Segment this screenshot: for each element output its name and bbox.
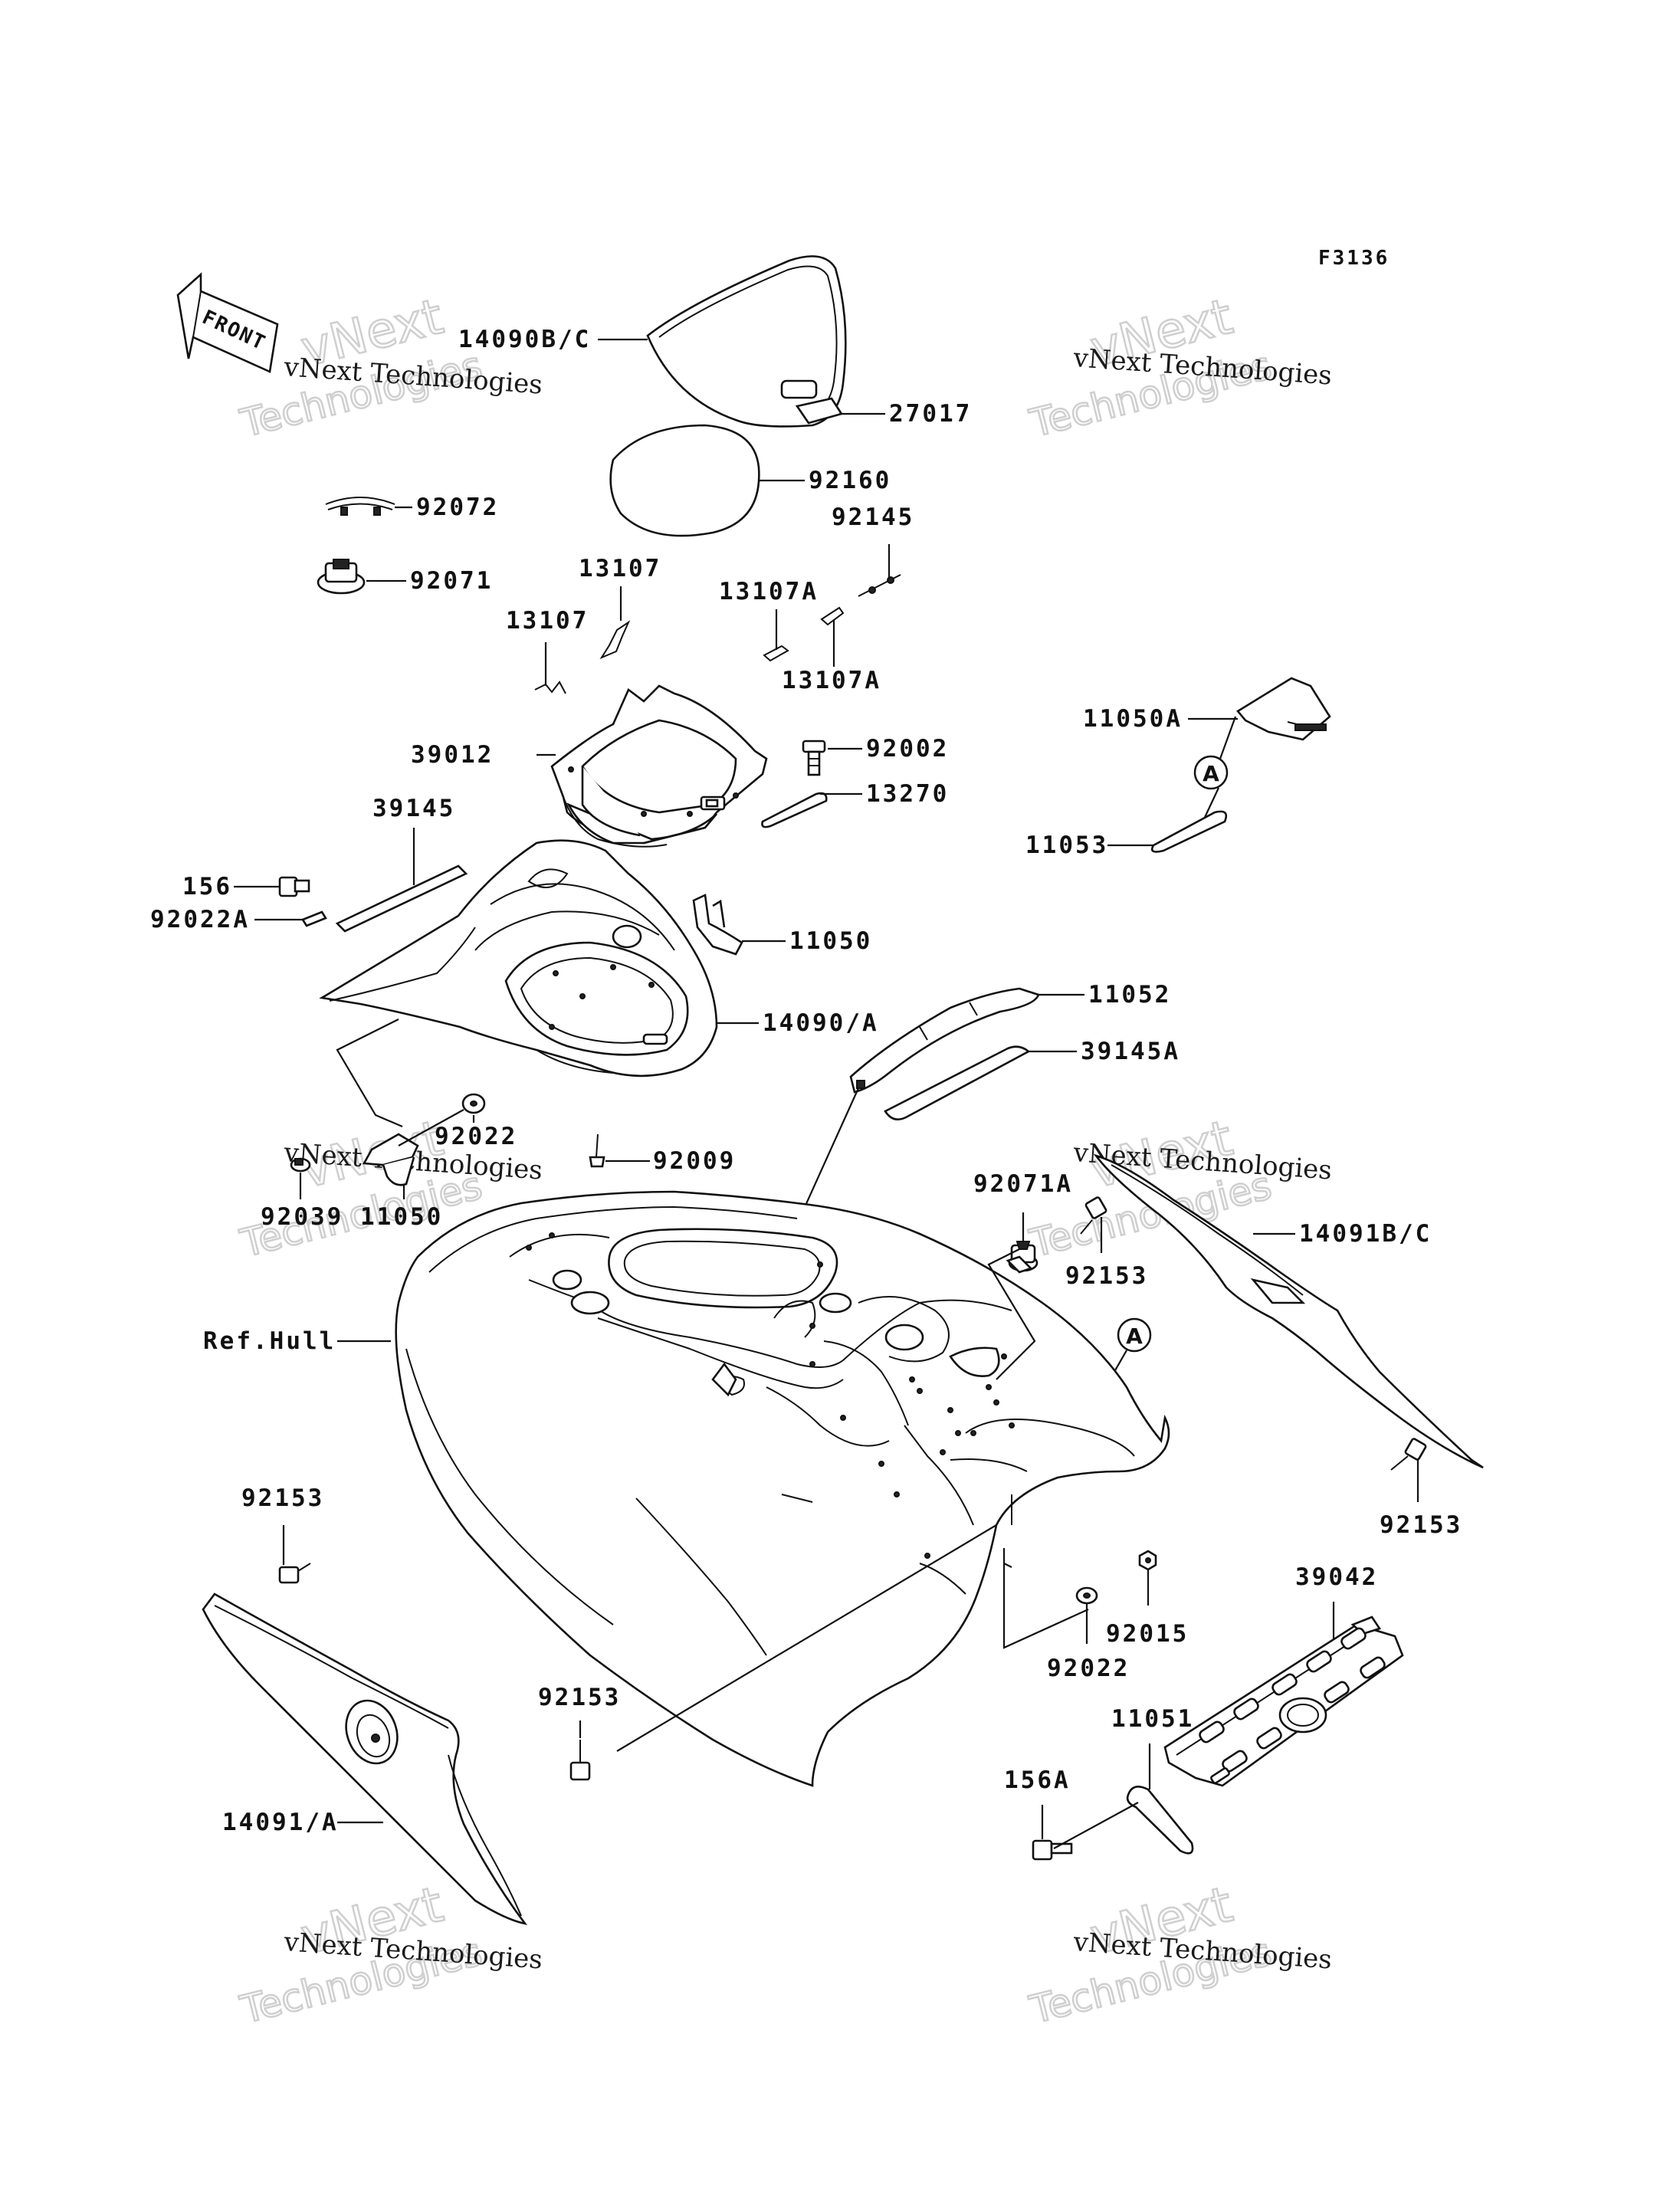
assembly-leader-washer — [398, 1109, 464, 1146]
side-panel-14091a-part — [202, 1593, 528, 1925]
washer-hole — [470, 1100, 477, 1107]
figure-code: F3136 — [1318, 247, 1390, 270]
assembly-leader-grommet — [987, 1248, 1036, 1380]
label-92160: 92160 — [809, 467, 891, 494]
label-11050a: 11050A — [1083, 705, 1183, 733]
trim-39145-part — [335, 864, 468, 933]
label-92015: 92015 — [1106, 1620, 1189, 1648]
deck-cover-14090a-part — [319, 839, 718, 1078]
plate-39042-part — [1163, 1615, 1404, 1787]
label-11053: 11053 — [1025, 832, 1108, 859]
label-13107a-lower: 13107A — [782, 667, 881, 694]
fender-14091bc-part — [1093, 1153, 1484, 1469]
label-92039: 92039 — [261, 1203, 343, 1231]
bracket-11050-right-part — [692, 894, 743, 956]
label-11051: 11051 — [1111, 1705, 1194, 1733]
spring-13107-lower-part — [534, 681, 566, 694]
bolt-92002-part — [802, 740, 826, 776]
label-14091a: 14091/A — [222, 1809, 339, 1836]
washer-hole — [1083, 1593, 1091, 1599]
spring-13107a-right-part — [820, 606, 845, 626]
label-92071a: 92071A — [973, 1170, 1073, 1198]
label-11050-left: 11050 — [360, 1203, 443, 1231]
hull-part — [395, 1190, 1170, 1787]
bracket-11050a-part — [1236, 677, 1331, 741]
label-14090bc: 14090B/C — [458, 326, 591, 353]
watermark-bottom-right: vNext Technologies vNext Technologies — [1025, 1875, 1333, 2033]
grommet-92071-part — [317, 559, 366, 595]
label-156: 156 — [182, 873, 232, 900]
bolt-92153-left-part — [278, 1563, 311, 1584]
bolt-92153-bottom-part — [569, 1740, 591, 1781]
label-92071: 92071 — [410, 567, 493, 595]
pin-92145-part — [858, 574, 901, 597]
washer-92022a-part — [301, 910, 327, 927]
watermark-top-left: vNext Technologies vNext Technologies — [235, 287, 543, 447]
label-92002: 92002 — [866, 735, 949, 763]
seat-pad-part — [609, 424, 760, 537]
screw-92009-part — [589, 1133, 605, 1168]
label-13270: 13270 — [866, 780, 949, 808]
label-92153-right: 92153 — [1380, 1511, 1462, 1539]
marker-letter: A — [1126, 1324, 1143, 1349]
label-92009: 92009 — [653, 1147, 736, 1175]
label-39042: 39042 — [1295, 1563, 1378, 1591]
storage-box-39012-part — [550, 684, 768, 848]
assembly-leader-lower — [1002, 1548, 1089, 1649]
label-39012: 39012 — [411, 741, 494, 769]
assembly-leader-bolt — [616, 1524, 997, 1752]
label-14091bc: 14091B/C — [1299, 1220, 1432, 1248]
label-92072: 92072 — [416, 494, 499, 521]
label-39145: 39145 — [372, 795, 455, 822]
label-92022a: 92022A — [150, 906, 250, 933]
bolt-156-part — [278, 876, 310, 897]
label-92022-lower: 92022 — [1047, 1655, 1130, 1682]
label-11050-right: 11050 — [789, 927, 872, 955]
seat-cover-part — [646, 255, 847, 428]
watermark-top-right: vNext Technologies vNext Technologies — [1025, 287, 1333, 447]
bolt-92153-upper-part — [1080, 1196, 1107, 1235]
bracket-11050-left-part — [362, 1133, 419, 1186]
label-refhull: Ref.Hull — [203, 1327, 336, 1355]
label-92153-upper: 92153 — [1065, 1262, 1148, 1290]
spring-13107-upper-part — [599, 620, 631, 660]
front-direction-arrow: FRONT — [176, 272, 279, 373]
label-156a: 156A — [1004, 1766, 1071, 1794]
plate-11051-part — [1126, 1786, 1194, 1855]
marker-letter: A — [1203, 761, 1219, 786]
label-39145a: 39145A — [1081, 1038, 1180, 1065]
label-13107a-upper: 13107A — [719, 578, 819, 605]
plate-11053-part — [1150, 810, 1228, 853]
screw-92039-part — [290, 1157, 311, 1173]
assembly-leader-156a — [1053, 1802, 1139, 1849]
bracket-11052-part — [849, 987, 1040, 1094]
label-92153-bottom: 92153 — [538, 1684, 621, 1711]
label-14090a: 14090/A — [763, 1009, 879, 1037]
plate-13270-part — [761, 792, 828, 828]
clip-92072-part — [325, 497, 395, 516]
label-27017: 27017 — [889, 400, 972, 428]
label-13107-upper: 13107 — [579, 555, 661, 582]
label-92145: 92145 — [832, 504, 914, 531]
nut-92015-part — [1138, 1550, 1157, 1571]
label-92153-left: 92153 — [241, 1484, 324, 1512]
label-13107-lower: 13107 — [506, 607, 589, 635]
bolt-92153-right-part — [1390, 1438, 1427, 1471]
reference-marker-a-upper: A — [1193, 716, 1237, 825]
label-92022-upper: 92022 — [435, 1123, 517, 1150]
assembly-leader-tick — [1003, 1563, 1012, 1568]
bolt-156a-part — [1032, 1839, 1073, 1861]
assembly-leader-left — [336, 1018, 403, 1128]
label-11052: 11052 — [1088, 981, 1171, 1009]
